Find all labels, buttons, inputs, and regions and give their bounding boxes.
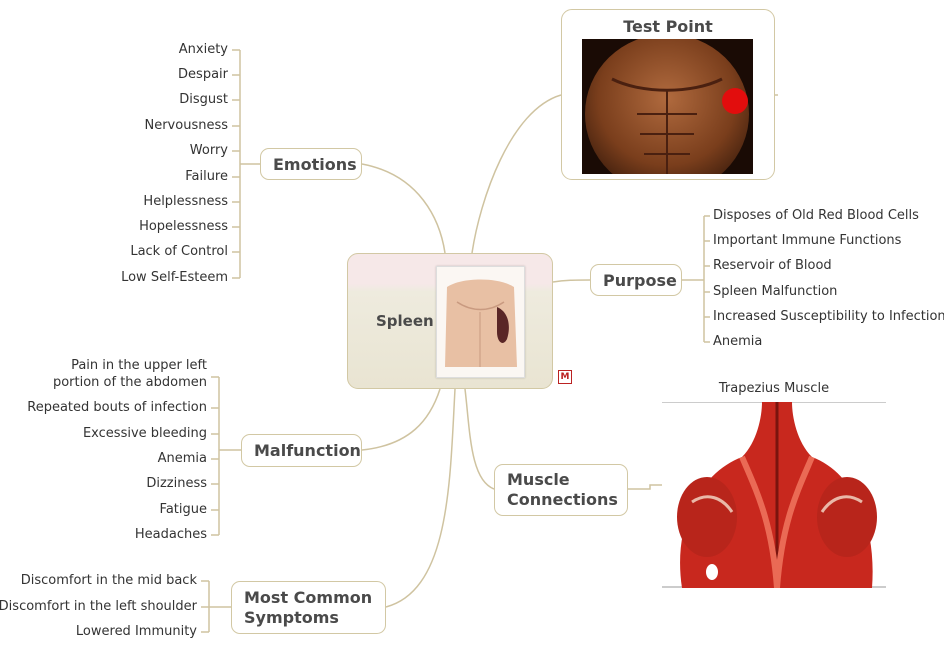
malfunction-item: Anemia (157, 451, 207, 466)
malfunction-node[interactable]: Malfunction (241, 434, 362, 467)
emotions-node-label: Emotions (273, 154, 357, 174)
malfunction-item: Dizziness (146, 476, 207, 491)
purpose-item: Anemia (713, 334, 763, 349)
torso-photo (582, 39, 753, 174)
branch-muscle (464, 388, 495, 490)
malfunction-item: Fatigue (159, 502, 207, 517)
purpose-item: Increased Susceptibility to Infection (713, 309, 944, 324)
emotion-item: Helplessness (143, 194, 228, 209)
emotion-item: Despair (178, 67, 228, 82)
purpose-node[interactable]: Purpose (590, 264, 682, 296)
emotion-item: Lack of Control (130, 244, 228, 259)
symptoms-label-line2: Symptoms (244, 607, 339, 627)
branch-malfunction (361, 388, 441, 451)
emotion-item: Failure (185, 169, 228, 184)
branch-test-point (471, 94, 562, 254)
spleen-thumbnail (436, 266, 525, 378)
symptoms-label-line1: Most Common (244, 587, 373, 607)
malfunction-item: Headaches (134, 527, 207, 542)
purpose-item: Important Immune Functions (713, 233, 902, 248)
purpose-item: Spleen Malfunction (713, 284, 838, 299)
mindmap-icon[interactable]: M (558, 370, 572, 384)
test-point-marker (722, 88, 748, 114)
trapezius-muscle-image (662, 402, 886, 588)
muscle-connections-node[interactable]: Muscle Connections (494, 464, 628, 516)
emotion-item: Anxiety (178, 42, 228, 57)
emotion-item: Low Self-Esteem (121, 270, 228, 285)
emotion-item: Hopelessness (139, 219, 228, 234)
branch-emotions (361, 163, 446, 254)
symptoms-node[interactable]: Most Common Symptoms (231, 581, 386, 634)
emotions-node[interactable]: Emotions (260, 148, 362, 180)
muscle-label-line2: Connections (507, 490, 618, 509)
purpose-item: Reservoir of Blood (713, 258, 832, 273)
emotion-item: Disgust (179, 92, 228, 107)
test-point-title: Test Point (623, 17, 713, 36)
center-label: Spleen (376, 312, 434, 330)
symptom-item: Discomfort in the mid back (20, 573, 197, 588)
branch-symptoms (385, 388, 456, 608)
malfunction-item: Repeated bouts of infection (27, 400, 207, 415)
malfunction-item: Excessive bleeding (82, 426, 207, 441)
symptom-item: Discomfort in the left shoulder (0, 599, 197, 614)
symptom-item: Lowered Immunity (75, 624, 197, 639)
emotion-item: Nervousness (144, 118, 228, 133)
purpose-item: Disposes of Old Red Blood Cells (713, 208, 919, 223)
muscle-label-line1: Muscle (507, 470, 570, 489)
malfunction-node-label: Malfunction (254, 441, 361, 460)
malfunction-item: portion of the abdomen (52, 375, 207, 390)
emotion-item: Worry (189, 143, 228, 158)
purpose-node-label: Purpose (603, 270, 677, 290)
branch-purpose (552, 279, 591, 283)
spleen-center-node[interactable]: Spleen (347, 253, 553, 389)
test-point-node[interactable]: Test Point (561, 9, 775, 180)
trapezius-title: Trapezius Muscle (718, 381, 830, 396)
malfunction-item: Pain in the upper left (71, 358, 207, 373)
